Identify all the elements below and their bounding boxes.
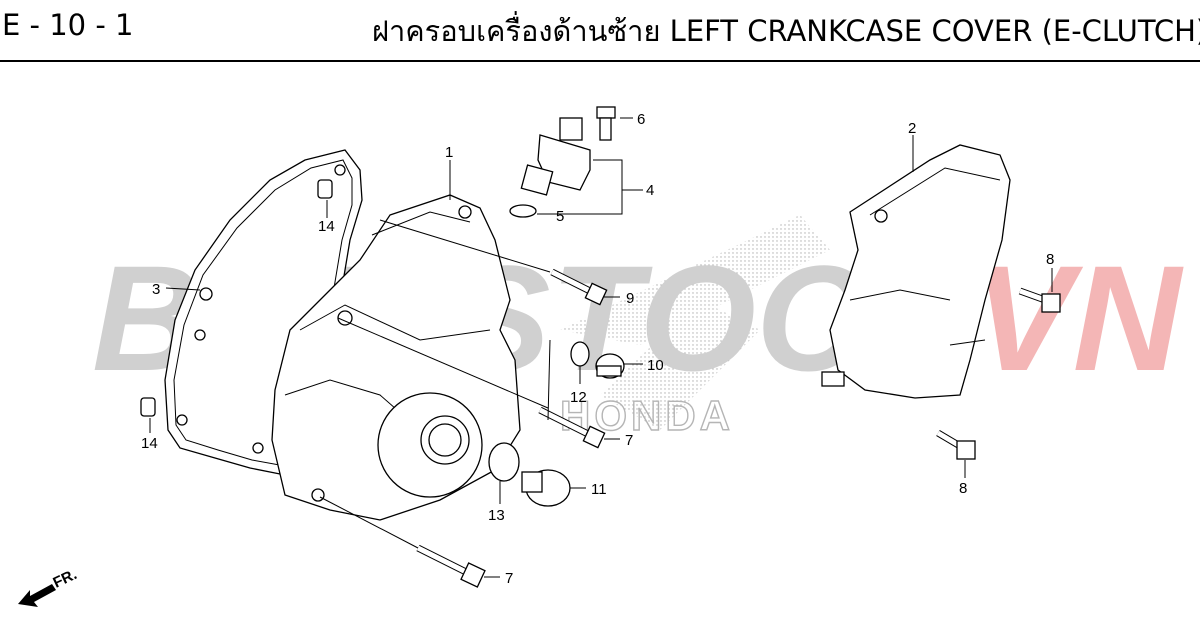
exploded-parts-diagram: HONDA BIKESTOCKVN [18,106,1184,607]
callout-3: 3 [152,281,160,298]
bolt-8-right [1018,287,1061,313]
page-header: E - 10 - 1 ฝาครอบเครื่องด้านซ้าย LEFT CR… [0,0,1200,60]
leader-lines [149,117,1053,578]
honda-wing-watermark [560,215,830,430]
cap-10 [595,353,625,379]
sensor-bolt [596,106,616,141]
crankcase-cover [271,194,521,521]
direction-label: FR. [51,566,80,592]
callout-2: 2 [908,120,916,137]
callout-7-upper: 7 [625,432,633,449]
callouts: 1 2 3 4 5 6 7 7 8 8 9 10 11 12 13 14 14 [141,111,1054,587]
sensor-o-ring [509,204,537,218]
watermark-text-accent: VN [973,234,1184,402]
callout-10: 10 [647,357,664,374]
callout-13: 13 [488,507,505,524]
cap-11 [521,469,571,507]
dowel-pin-lower [140,397,156,417]
callout-8-lower: 8 [959,480,967,497]
callout-11: 11 [591,481,607,498]
dowel-pin-upper [317,179,333,199]
callout-4: 4 [646,182,654,199]
callout-14-lower: 14 [141,435,158,452]
page-title: ฝาครอบเครื่องด้านซ้าย LEFT CRANKCASE COV… [372,14,1200,48]
callout-14-upper: 14 [318,218,335,235]
callout-5: 5 [556,208,564,225]
callout-9: 9 [626,290,634,307]
callout-8-right: 8 [1046,251,1054,268]
o-ring-13 [488,442,520,482]
header-divider [0,60,1200,62]
speed-sensor [520,117,591,196]
callout-1: 1 [445,144,453,161]
front-direction-marker: FR. [18,566,80,607]
bolt-9 [550,268,608,306]
callout-12: 12 [570,389,587,406]
diagram-ref-code: E - 10 - 1 [2,8,134,42]
bolt-8-lower [936,429,976,460]
callout-7-lower: 7 [505,570,513,587]
callout-6: 6 [637,111,645,128]
sprocket-cover [821,144,1011,399]
bolt-7-lower [416,544,486,588]
direction-arrow-icon [18,584,56,607]
o-ring-12 [570,341,590,367]
